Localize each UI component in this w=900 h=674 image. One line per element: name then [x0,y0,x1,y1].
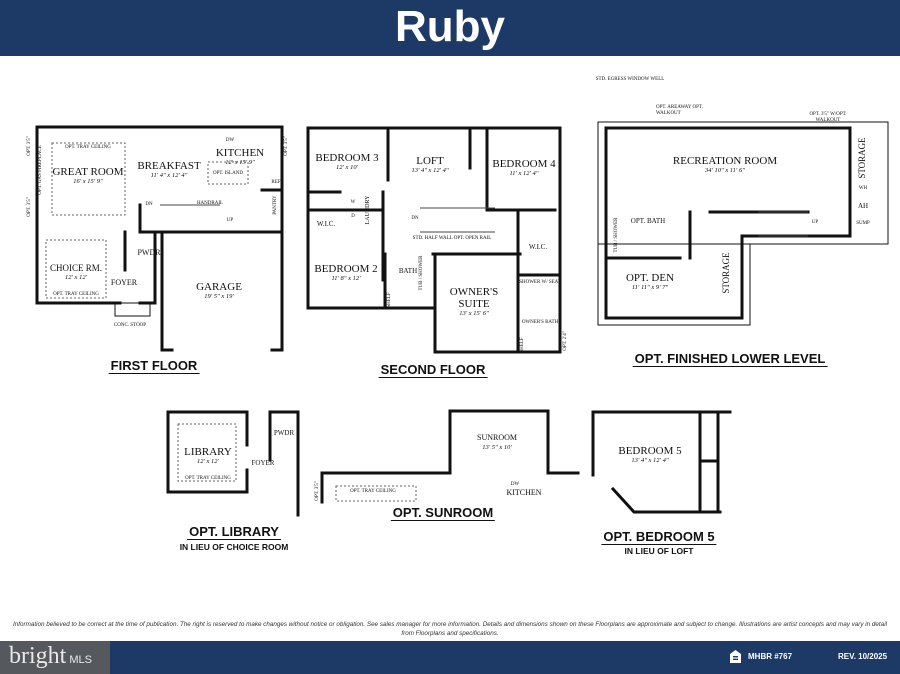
tub-label: TUB / SHOWER [614,217,619,253]
tray-ceiling-note: OPT. TRAY CEILING [350,489,396,494]
library-walls [166,410,300,517]
revision-date: REV. 10/2025 [838,652,888,661]
second-floor-walls [306,126,562,354]
kitchen-label: KITCHEN [506,488,542,497]
dishwasher-label: DW [225,138,235,143]
opt-bedroom5-caption: OPT. BEDROOM 5 [601,529,717,545]
handrail-label: HANDRAIL [196,201,224,206]
foyer-label: FOYER [110,278,138,287]
lower-level-outline [597,121,889,245]
title-banner: Ruby [0,0,900,56]
mhbr-number: MHBR #767 [748,652,793,661]
pantry-label: PANTRY [273,195,278,215]
tray-ceiling-note: OPT. TRAY CEILING [185,476,231,481]
shower-label: SHOWER W/ SEAT [519,280,561,285]
opt-bedroom5-subcaption: IN LIEU OF LOFT [624,546,694,556]
stairs-down-label: DN [145,202,153,207]
stoop-label: CONC. STOOP [113,323,147,328]
dishwasher-label: DW [510,482,520,487]
powder-room-label: PWDR [137,248,161,257]
sunroom-walls [320,409,580,504]
window-note: OPT. 3'5" [284,136,289,156]
window-note: OPT. 3'5" [27,136,32,156]
window-note: OPT. 3'5" [27,197,32,217]
shelf-label: SHELF [520,337,525,353]
window-note: OPT. 3'5" [315,481,320,501]
refrigerator-label: REF [271,180,281,185]
tray-ceiling-note: OPT. TRAY CEILING [53,292,99,297]
tray-ceiling-note: OPT. TRAY CEILING [65,145,111,150]
storage-label: STORAGE [857,137,867,179]
equal-housing-icon [730,650,741,663]
logo-suffix: MLS [69,654,92,666]
logo-text: bright [9,643,67,669]
plan-title: Ruby [395,2,505,51]
egress-note: STD. EGRESS WINDOW WELL [595,77,665,82]
stairs-up-label: UP [811,220,819,225]
storage-label: STORAGE [721,252,731,294]
first-floor-walls [35,125,284,352]
walkout-note: OPT. 3'5" W/OPT. WALKOUT [809,112,847,123]
room-choice: CHOICE RM.12' x 12' [49,263,103,281]
stairs-down-label: DN [411,216,419,221]
half-wall-note: STD. HALF WALL OPT. OPEN RAIL [412,236,492,241]
window-note: OPT. 2'4" [563,331,568,351]
bath-label: BATH [398,267,418,275]
lower-level-caption: OPT. FINISHED LOWER LEVEL [632,351,828,367]
opt-library-caption: OPT. LIBRARY [187,524,281,540]
washer-label: W [350,200,356,205]
shelf-label: SHELF [387,292,392,308]
island-note: OPT. ISLAND [213,171,243,176]
fireplace-note: OPT. GAS FIREPLACE [38,145,43,195]
opt-sunroom-caption: OPT. SUNROOM [390,505,496,521]
water-heater-label: WH [858,186,868,191]
tub-label: TUB / SHOWER [419,255,424,291]
stairs-up-label: UP [226,218,234,223]
opt-bath-label: OPT. BATH [630,217,666,225]
walk-in-closet-label: W.I.C. [528,243,548,251]
sump-label: SUMP [856,221,870,226]
opt-library-subcaption: IN LIEU OF CHOICE ROOM [179,542,289,552]
air-handler-label: AH [857,202,869,210]
owners-bath-label: OWNER'S BATH [521,320,559,325]
disclaimer: Information believed to be correct at th… [13,621,887,637]
foyer-label: FOYER [251,459,275,467]
bedroom5-walls [591,410,732,514]
walk-in-closet-label: W.I.C. [316,220,336,228]
first-floor-caption: FIRST FLOOR [108,358,200,374]
areaway-note: OPT. AREAWAY OPT. WALKOUT [656,105,703,116]
laundry-label: LAUNDRY [365,195,371,225]
second-floor-caption: SECOND FLOOR [378,362,488,378]
dryer-label: D [351,214,355,219]
powder-room-label: PWDR [273,429,295,437]
